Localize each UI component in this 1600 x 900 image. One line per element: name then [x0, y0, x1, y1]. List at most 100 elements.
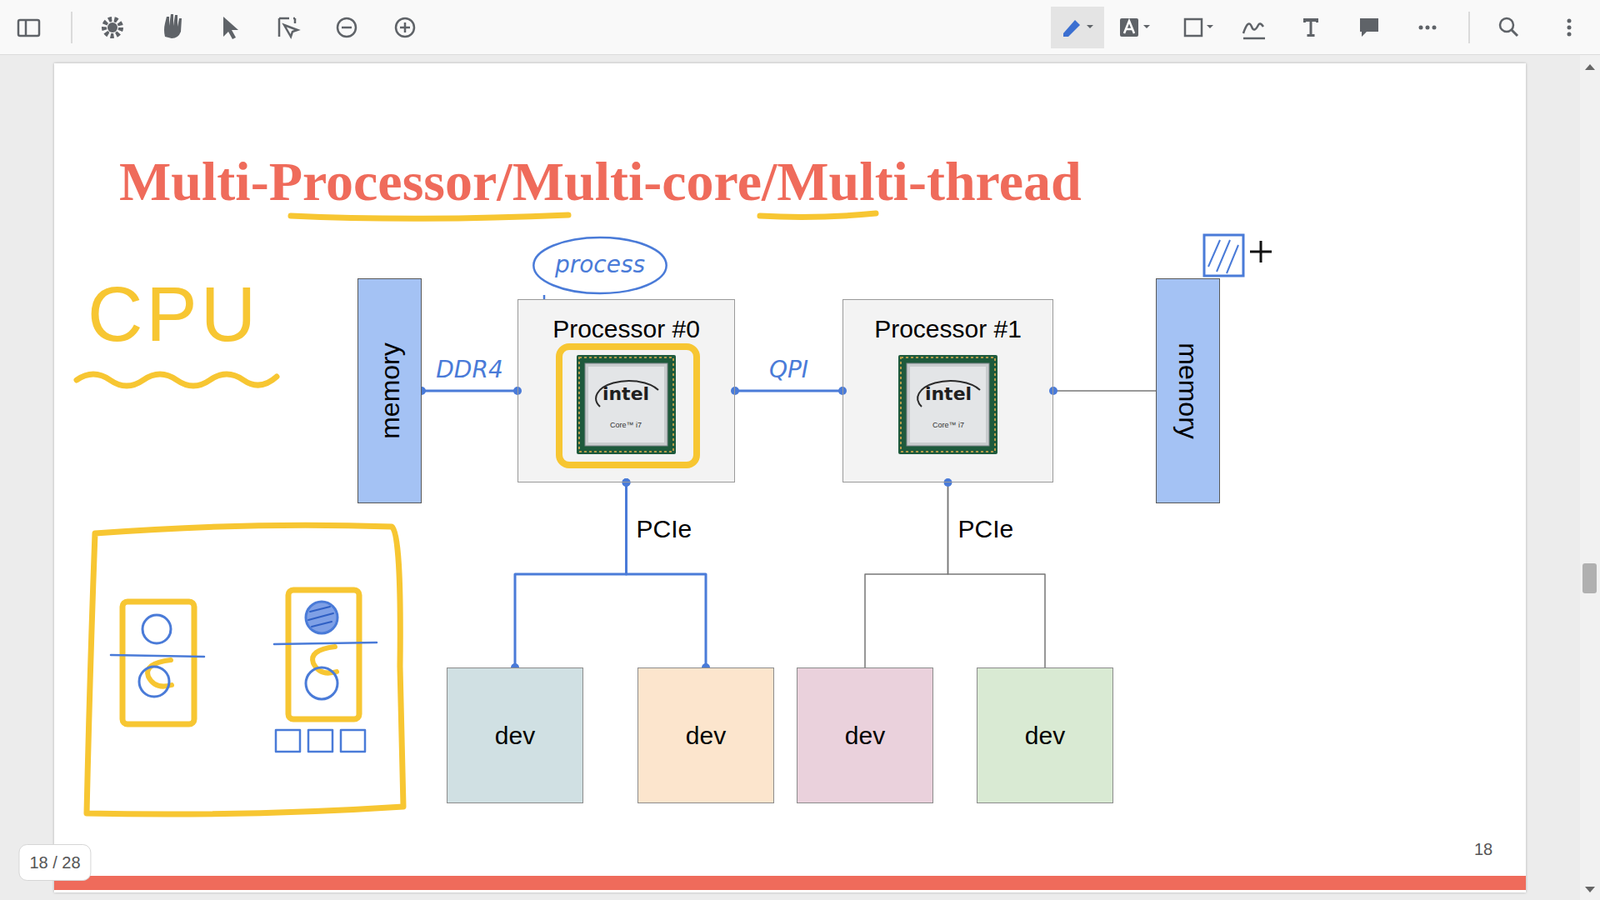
- toolbar-icon-set-part: [1303, 18, 1319, 37]
- toolbar-icon-set-part: [1206, 25, 1214, 29]
- processor-fill-part: [842, 299, 1054, 483]
- pen-highlight: [559, 346, 697, 465]
- cpu-chip-part: [576, 355, 676, 455]
- processor-label: Processor #1: [874, 315, 1022, 344]
- device-label: dev: [845, 723, 885, 749]
- cpu-chip-part: [906, 363, 990, 446]
- device-box: dev: [637, 667, 775, 804]
- toolbar-icon-set-part: [337, 18, 356, 37]
- bus-label: DDR4: [432, 357, 506, 384]
- pen-hatch-square-part: [1208, 240, 1239, 274]
- scroll-down-arrow: [1585, 886, 1595, 893]
- memory-box: memory: [1155, 278, 1220, 504]
- toolbar-icon-set: [18, 6, 1572, 49]
- core-sketch-part: [110, 655, 205, 657]
- toolbar-icon-set-part: [1050, 6, 1105, 49]
- footer-bar: [54, 875, 1526, 890]
- toolbar-icon-set-part: [1567, 19, 1572, 24]
- device-label: dev: [685, 723, 726, 749]
- toolbar-icon-set-part: [107, 22, 118, 33]
- toolbar-icon-set-part: [164, 14, 182, 39]
- bus-label: PCIe: [633, 515, 696, 543]
- pen-dot: [944, 478, 953, 487]
- chip-logo: intel: [602, 384, 650, 405]
- callout-outline-path: [533, 237, 666, 294]
- core-sketch: [86, 525, 404, 815]
- toolbar-icon-set-part: [223, 16, 239, 40]
- cpu-chip-part: [595, 380, 659, 407]
- toolbar-icon-set-part: [1425, 25, 1430, 30]
- device-label: dev: [495, 723, 535, 749]
- pen-dot: [1049, 386, 1058, 395]
- toolbar-icon-set-part: [279, 18, 298, 37]
- toolbar-icon-set-part: [1120, 18, 1139, 37]
- core-sketch-part: [305, 601, 338, 634]
- core-sketch-part: [142, 615, 171, 644]
- device-box: dev: [976, 667, 1114, 804]
- pen-dot: [622, 478, 631, 487]
- core-sketch-part: [305, 667, 338, 700]
- bus-label: PCIe: [955, 515, 1018, 543]
- toolbar-icon-set-part: [1511, 30, 1518, 36]
- toolbar-icon-set-part: [404, 22, 407, 33]
- toolbar-icon-set-part: [18, 20, 40, 36]
- chip-model: Core™ i7: [932, 421, 965, 430]
- page-counter: 18 / 28: [18, 844, 91, 881]
- toolbar-icon-set-part: [1086, 25, 1094, 29]
- bus-label: QPI: [765, 357, 812, 384]
- core-sketch-part: [275, 730, 300, 752]
- toolbar-icon-set-part: [1468, 11, 1470, 44]
- cpu-chip: [898, 355, 998, 455]
- pen-underline: [76, 213, 876, 386]
- toolbar-icon-set-part: [70, 11, 73, 44]
- callout-ellipse: process: [530, 235, 670, 296]
- bus-connector: [865, 482, 949, 668]
- pen-hatch-square-part: [1204, 235, 1244, 276]
- pen-underline-part: [290, 215, 569, 219]
- core-sketch-part: [308, 730, 333, 752]
- core-sketch-part: [288, 590, 360, 720]
- toolbar-icon-set-part: [25, 20, 28, 36]
- crosshair-cursor: [1250, 240, 1272, 263]
- toolbar-icon-set-part: [1124, 20, 1135, 34]
- memory-label: memory: [1175, 342, 1202, 440]
- device-label: dev: [1025, 723, 1065, 749]
- cpu-chip-part: [898, 355, 998, 455]
- crosshair-cursor-part: [1260, 240, 1263, 263]
- core-sketch-part: [122, 601, 195, 725]
- cpu-chip-part: [917, 380, 980, 407]
- toolbar-icon-set-part: [1432, 25, 1437, 30]
- toolbar-icon-set-part: [1360, 18, 1379, 37]
- toolbar: [0, 0, 1600, 55]
- toolbar-icon-set-part: [1419, 25, 1424, 30]
- toolbar-icon-set-part: [1243, 23, 1265, 39]
- processor-fill: [517, 299, 1054, 483]
- memory-box: memory: [357, 278, 422, 504]
- scroll-thumb: [1582, 563, 1597, 594]
- bus-connector: [735, 390, 843, 393]
- device-box: dev: [796, 667, 934, 804]
- bus-connector: [421, 390, 518, 393]
- processor-label: Processor #0: [552, 315, 700, 344]
- core-sketch-part: [274, 642, 377, 645]
- chip-model: Core™ i7: [610, 421, 642, 430]
- pen-dot: [730, 386, 740, 395]
- core-sketch-part: [139, 666, 170, 697]
- toolbar-icon-set-part: [104, 19, 121, 36]
- bus-connector: [1053, 390, 1156, 392]
- pen-underline-part: [760, 213, 876, 217]
- toolbar-icon-set-part: [1500, 18, 1514, 32]
- cpu-chip-part: [900, 357, 995, 452]
- bus-connector: [626, 482, 707, 668]
- cpu-chip-part: [588, 366, 665, 443]
- toolbar-icon-set-part: [1567, 25, 1572, 30]
- cpu-chip: [576, 355, 676, 455]
- processor-fill-part: [517, 299, 735, 483]
- callout-text: process: [555, 252, 645, 279]
- toolbar-icon-set-part: [1063, 20, 1080, 37]
- toolbar-icon-set-part: [1567, 32, 1572, 37]
- pen-annotation: CPU: [87, 272, 260, 357]
- pen-underline-part: [76, 374, 277, 386]
